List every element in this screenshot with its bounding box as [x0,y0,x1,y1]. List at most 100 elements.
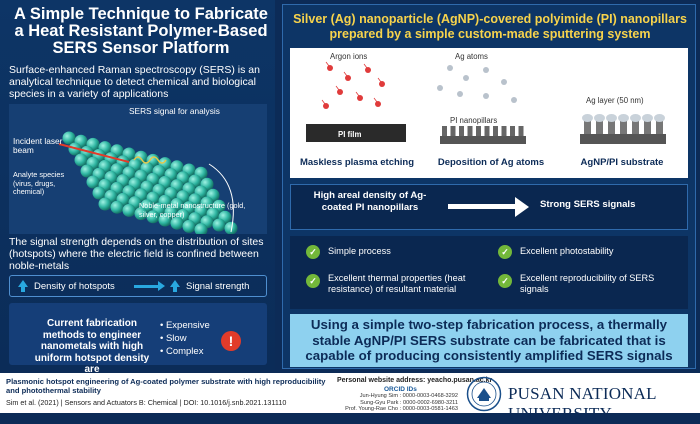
nanopillar [459,126,464,136]
nanoparticle [212,218,226,232]
nanopillar [476,126,481,136]
result-arrow-head-icon [515,197,529,217]
coated-pillar [644,118,651,134]
drawback-list: • Expensive • Slow • Complex [160,319,220,358]
ag-cap [594,114,605,122]
benefit-item: Excellent thermal properties (heat resis… [328,273,466,294]
list-item[interactable]: Prof. Young-Rae Cho : 0000-0003-0581-146… [345,406,458,413]
coated-pillar [632,118,639,134]
coated-pillar [584,118,591,134]
pi-nanopillars-label: PI nanopillars [450,116,498,125]
analyte-label: Analyte species (virus, drugs, chemical) [13,170,65,196]
benefit-item: Excellent photostability [520,246,614,256]
nanoparticle [86,175,100,189]
signal-arrow-icon [170,280,180,292]
ag-cap [654,114,665,122]
list-item[interactable]: Jun-Hyung Sim : 0000-0003-0468-3292 [359,393,458,399]
fabrication-process: Argon ions Ag atoms PI film PI nanopilla… [290,48,688,178]
nanoparticle [62,131,76,145]
nanopillar [501,126,507,136]
nanoparticle [110,200,124,214]
argon-ion [323,103,329,109]
ag-atom [511,97,517,103]
step-3-title: AgNP/PI substrate [580,157,664,168]
argon-ion [357,95,363,101]
ag-atom [501,79,507,85]
density-signal-bar: Density of hotspots Signal strength [9,275,267,297]
signal-strength-text: The signal strength depends on the distr… [9,236,264,272]
check-icon: ✓ [306,245,320,259]
benefit-item: Excellent reproducibility of SERS signal… [520,273,655,294]
argon-ion [375,101,381,107]
university-name: PUSAN NATIONAL UNIVERSITY [508,384,657,423]
check-icon: ✓ [498,245,512,259]
nanoparticle [122,203,136,217]
argon-label: Argon ions [330,52,368,61]
ag-atom [437,85,443,91]
nanopillar [510,126,515,136]
nanoparticle [92,186,106,200]
step-1-title: Maskless plasma etching [299,157,415,168]
coated-pillar [608,118,615,134]
nanoparticle [146,210,160,224]
nanoparticle [224,221,238,234]
ag-cap [606,114,617,122]
coated-pillar [656,118,663,134]
ag-cap [630,114,641,122]
ag-atom [483,67,489,73]
argon-ion [337,89,343,95]
argon-ion [327,65,333,71]
argon-ion [365,67,371,73]
ag-atoms-label: Ag atoms [455,52,488,61]
sers-signal-label: SERS signal for analysis [129,106,220,116]
substrate-base [580,134,666,144]
pointer-arrow [208,163,234,233]
nanoparticle-lattice-graphic [58,131,238,234]
argon-ion [379,81,385,87]
nanoparticle [170,216,184,230]
ag-atom [457,91,463,97]
intro-text: Surface-enhanced Raman spectroscopy (SER… [9,64,260,100]
signal-label: Signal strength [186,281,250,292]
current-methods-text: Current fabrication methods to engineer … [34,318,150,375]
right-arrow-icon [134,285,160,288]
step-2-title: Deposition of Ag atoms [437,157,545,168]
list-item: • Complex [160,346,204,357]
paper-title: Plasmonic hotspot engineering of Ag-coat… [6,377,326,395]
orcid-list: Jun-Hyung Sim : 0000-0003-0468-3292 Sung… [345,393,458,413]
ag-cap [618,114,629,122]
coated-pillar [596,118,603,134]
nanoparticle [98,197,112,211]
alert-icon: ! [221,331,241,351]
fabrication-title: Silver (Ag) nanoparticle (AgNP)-covered … [293,12,687,41]
result-left-text: High areal density of Ag-coated PI nanop… [313,190,427,213]
nanopillar [442,126,447,136]
nanopillar [467,126,473,136]
density-arrow-icon [18,280,28,292]
nanoparticle [134,207,148,221]
pi-film-label: PI film [338,130,362,139]
incident-beam-label: Incident laser beam [13,136,63,155]
nanoparticle [182,219,196,233]
orcid-title: ORCID IDs [384,386,417,393]
list-item[interactable]: Sung-Gyu Park : 0000-0002-6980-3211 [360,399,458,406]
list-item: • Slow [160,333,187,344]
laser-beam [58,143,130,163]
sers-signal-wave [133,156,167,164]
nanopillar [450,126,456,136]
argon-ion [345,75,351,81]
website-link[interactable]: Personal website address: yeacho.pusan.a… [337,377,493,384]
coated-pillar [620,118,627,134]
check-icon: ✓ [306,274,320,288]
pillar-base [440,136,526,144]
nanoparticle [80,164,94,178]
ag-layer-label: Ag layer (50 nm) [586,96,644,105]
result-right-text: Strong SERS signals [540,199,636,210]
density-label: Density of hotspots [34,281,115,292]
nanoparticle [158,213,172,227]
nanoparticle [194,223,208,234]
ag-atom [463,75,469,81]
ag-cap [642,114,653,122]
nanopillar [493,126,498,136]
result-arrow-icon [448,204,518,209]
